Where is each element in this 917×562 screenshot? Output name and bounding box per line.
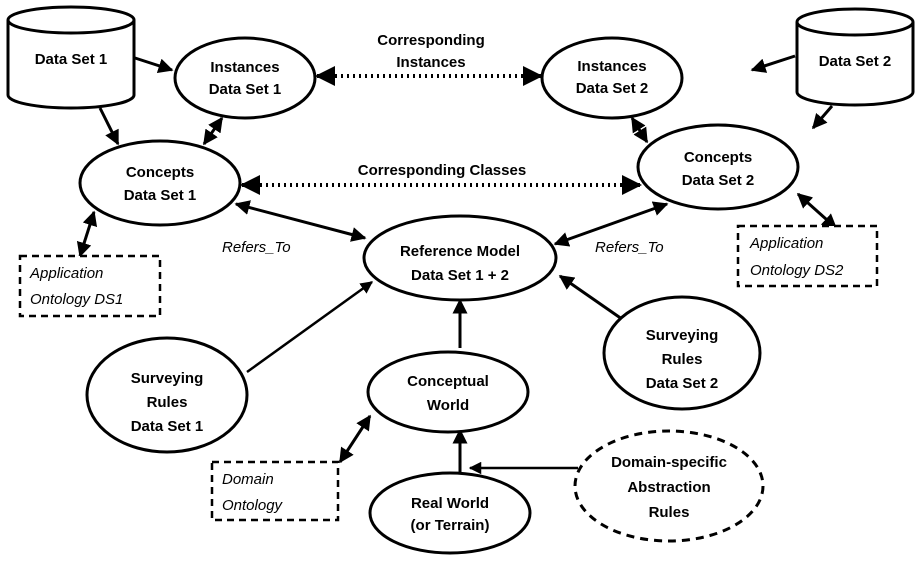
real-world-line-2: (or Terrain): [411, 517, 490, 534]
node-surveying-ds2: Surveying Rules Data Set 2: [602, 295, 762, 411]
edge-ds2-to-instances2: [750, 54, 796, 73]
surveying-ds1-line-2: Rules: [147, 394, 188, 411]
node-concepts-ds1: Concepts Data Set 1: [78, 139, 242, 227]
edge-ds2-to-concepts2: [811, 105, 834, 130]
edge-ds1-to-instances1: [134, 56, 174, 73]
edge-concepts2-appontology2: [796, 192, 838, 230]
domain-ontology-line-2: Ontology: [222, 497, 284, 514]
instances-ds2-line-1: Instances: [577, 58, 646, 75]
edge-concepts1-reference: [234, 200, 367, 242]
cylinder-data-set-1: Data Set 1: [6, 5, 136, 110]
surveying-ds2-line-3: Data Set 2: [646, 375, 719, 392]
corresponding-classes-label: Corresponding Classes: [358, 162, 526, 179]
edge-instances1-concepts1: [202, 116, 224, 146]
edge-concepts2-reference: [553, 201, 669, 247]
conceptual-world-line-1: Conceptual: [407, 373, 489, 390]
node-instances-ds1: Instances Data Set 1: [173, 36, 317, 120]
surveying-ds2-line-2: Rules: [662, 351, 703, 368]
concepts-ds2-line-1: Concepts: [684, 149, 752, 166]
app-ontology-ds1-line-1: Application: [29, 265, 103, 282]
node-abstraction-rules: Domain-specific Abstraction Rules: [573, 429, 765, 543]
edge-concepts1-appontology1: [76, 210, 98, 258]
refers-to-left-label: Refers_To: [222, 239, 291, 256]
app-ontology-ds2-line-1: Application: [749, 235, 823, 252]
reference-model-line-1: Reference Model: [400, 243, 520, 260]
box-application-ontology-ds1: Application Ontology DS1: [18, 254, 162, 318]
concepts-ds2-line-2: Data Set 2: [682, 172, 755, 189]
abstraction-rules-line-3: Rules: [649, 504, 690, 521]
node-reference-model: Reference Model Data Set 1 + 2: [362, 214, 558, 302]
real-world-line-1: Real World: [411, 495, 489, 512]
abstraction-rules-line-2: Abstraction: [627, 479, 710, 496]
concepts-ds1-line-1: Concepts: [126, 164, 194, 181]
node-real-world: Real World (or Terrain): [368, 471, 532, 555]
conceptual-world-line-2: World: [427, 397, 469, 414]
app-ontology-ds2-line-2: Ontology DS2: [750, 262, 844, 279]
node-concepts-ds2: Concepts Data Set 2: [636, 123, 800, 211]
box-domain-ontology: Domain Ontology: [210, 460, 340, 522]
box-application-ontology-ds2: Application Ontology DS2: [736, 224, 879, 288]
instances-ds1-line-1: Instances: [210, 59, 279, 76]
node-instances-ds2: Instances Data Set 2: [540, 36, 684, 120]
reference-model-line-2: Data Set 1 + 2: [411, 267, 509, 284]
node-conceptual-world: Conceptual World: [366, 350, 530, 434]
edge-conceptual-domainontology: [338, 414, 372, 464]
data-set-1-label: Data Set 1: [35, 51, 108, 68]
domain-ontology-line-1: Domain: [222, 471, 274, 488]
cylinder-data-set-2: Data Set 2: [795, 7, 915, 107]
abstraction-rules-line-1: Domain-specific: [611, 454, 727, 471]
corresponding-instances-label-1: Corresponding: [377, 32, 485, 49]
node-surveying-ds1: Surveying Rules Data Set 1: [85, 336, 249, 454]
corresponding-instances-label-2: Instances: [396, 54, 465, 71]
edge-instances2-concepts2: [630, 116, 649, 144]
edge-surveying1-to-reference: [246, 280, 374, 374]
surveying-ds1-line-1: Surveying: [131, 370, 204, 387]
concepts-ds1-line-2: Data Set 1: [124, 187, 197, 204]
instances-ds1-line-2: Data Set 1: [209, 81, 282, 98]
refers-to-right-label: Refers_To: [595, 239, 664, 256]
instances-ds2-line-2: Data Set 2: [576, 80, 649, 97]
edge-ds1-to-concepts1: [98, 107, 120, 146]
data-set-2-label: Data Set 2: [819, 53, 892, 70]
surveying-ds1-line-3: Data Set 1: [131, 418, 204, 435]
surveying-ds2-line-1: Surveying: [646, 327, 719, 344]
app-ontology-ds1-line-2: Ontology DS1: [30, 291, 123, 308]
